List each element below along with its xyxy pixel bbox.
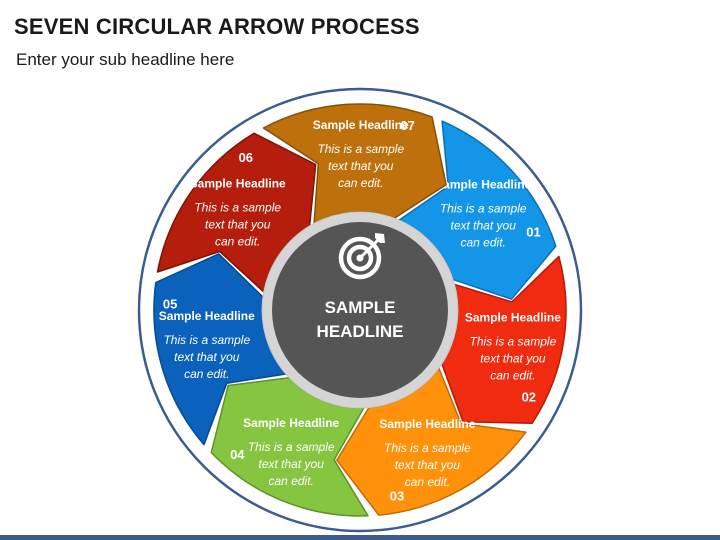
step-headline: Sample Headline — [243, 416, 339, 430]
step-body-text: text that you — [480, 352, 546, 366]
page-subtitle: Enter your sub headline here — [16, 50, 235, 69]
step-body-text: text that you — [328, 159, 394, 173]
center-circle — [272, 222, 448, 398]
center-title-line2: HEADLINE — [317, 322, 404, 341]
step-body-text: can edit. — [490, 369, 535, 383]
step-number: 06 — [239, 150, 253, 165]
step-body-text: text that you — [451, 219, 517, 233]
step-number: 04 — [230, 447, 245, 462]
step-body-text: This is a sample — [384, 441, 471, 455]
step-number: 02 — [522, 389, 536, 404]
step-number: 01 — [526, 225, 540, 240]
footer-accent-bar — [0, 535, 720, 540]
step-body-text: can edit. — [461, 236, 506, 250]
step-body-text: This is a sample — [470, 335, 557, 349]
step-body-text: This is a sample — [248, 440, 335, 454]
step-body-text: can edit. — [269, 474, 314, 488]
step-body-text: text that you — [174, 350, 240, 364]
step-body-text: can edit. — [215, 235, 260, 249]
step-body-text: can edit. — [405, 475, 450, 489]
step-body-text: This is a sample — [163, 333, 250, 347]
target-icon — [338, 233, 385, 280]
step-headline: Sample Headline — [465, 311, 561, 325]
page-title: SEVEN CIRCULAR ARROW PROCESS — [14, 14, 420, 39]
step-body-text: text that you — [205, 218, 271, 232]
step-body-text: can edit. — [338, 176, 383, 190]
step-body-text: This is a sample — [194, 201, 281, 215]
step-headline: Sample Headline — [379, 417, 475, 431]
center-title-line1: SAMPLE — [325, 298, 396, 317]
step-headline: Sample Headline — [435, 178, 531, 192]
step-body-text: text that you — [395, 458, 461, 472]
step-body-text: can edit. — [184, 367, 229, 381]
step-number: 05 — [163, 297, 177, 312]
step-body-text: text that you — [259, 457, 325, 471]
step-number: 03 — [390, 488, 404, 503]
step-body-text: This is a sample — [317, 142, 404, 156]
step-headline: Sample Headline — [159, 309, 255, 323]
step-headline: Sample Headline — [313, 118, 409, 132]
step-headline: Sample Headline — [190, 177, 286, 191]
step-body-text: This is a sample — [440, 202, 527, 216]
step-number: 07 — [400, 118, 414, 133]
